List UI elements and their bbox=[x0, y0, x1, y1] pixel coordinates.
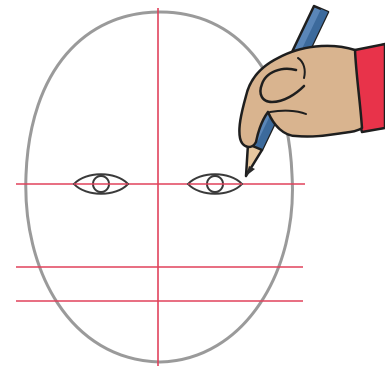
face-outline bbox=[26, 12, 293, 362]
hand-holding-pencil bbox=[239, 6, 385, 176]
left-eye bbox=[74, 174, 128, 194]
right-eye bbox=[188, 174, 242, 194]
